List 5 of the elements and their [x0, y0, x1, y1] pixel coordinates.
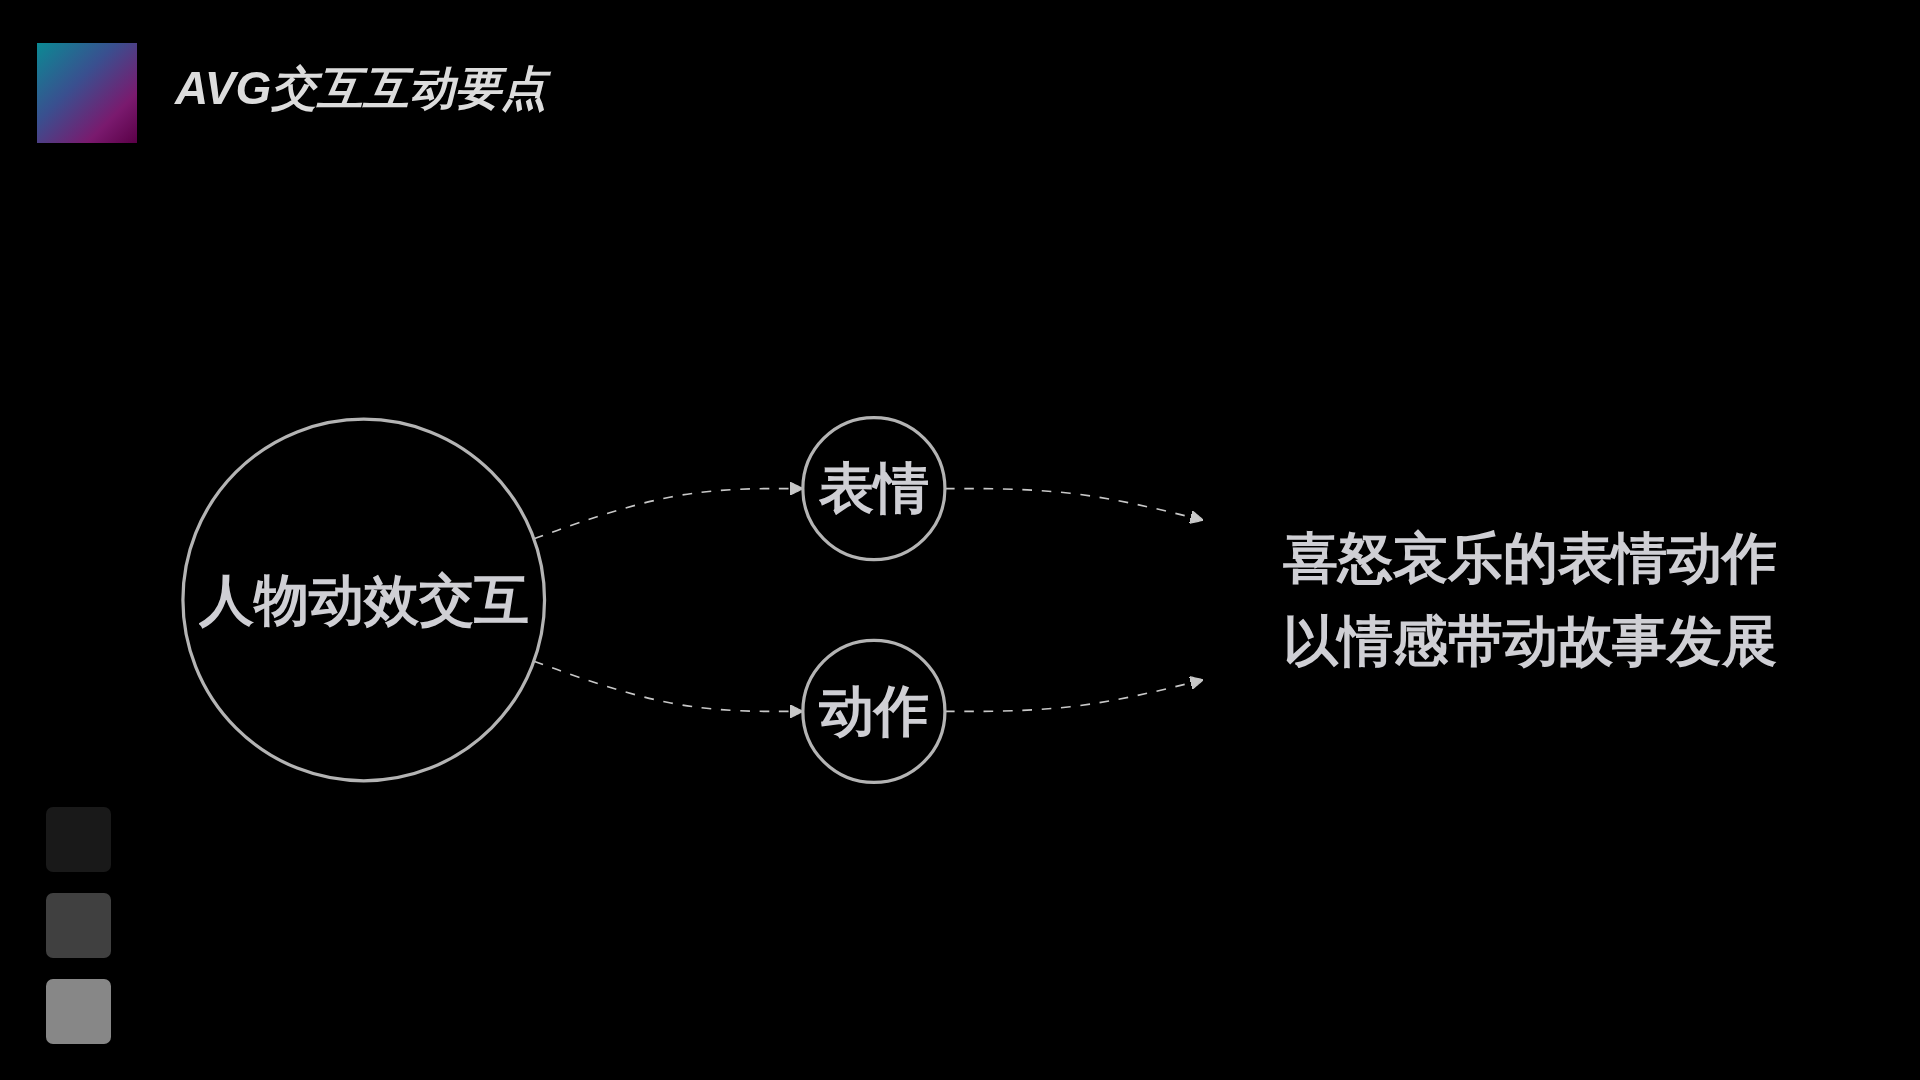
node-circle: 人物动效交互: [181, 417, 547, 783]
slide-title: AVG交互互动要点: [175, 58, 556, 120]
node-circle: 动作: [801, 638, 947, 785]
node-circle: 表情: [801, 415, 947, 562]
node-text: 喜怒哀乐的表情动作以情感带动故事发展: [1283, 527, 1778, 672]
